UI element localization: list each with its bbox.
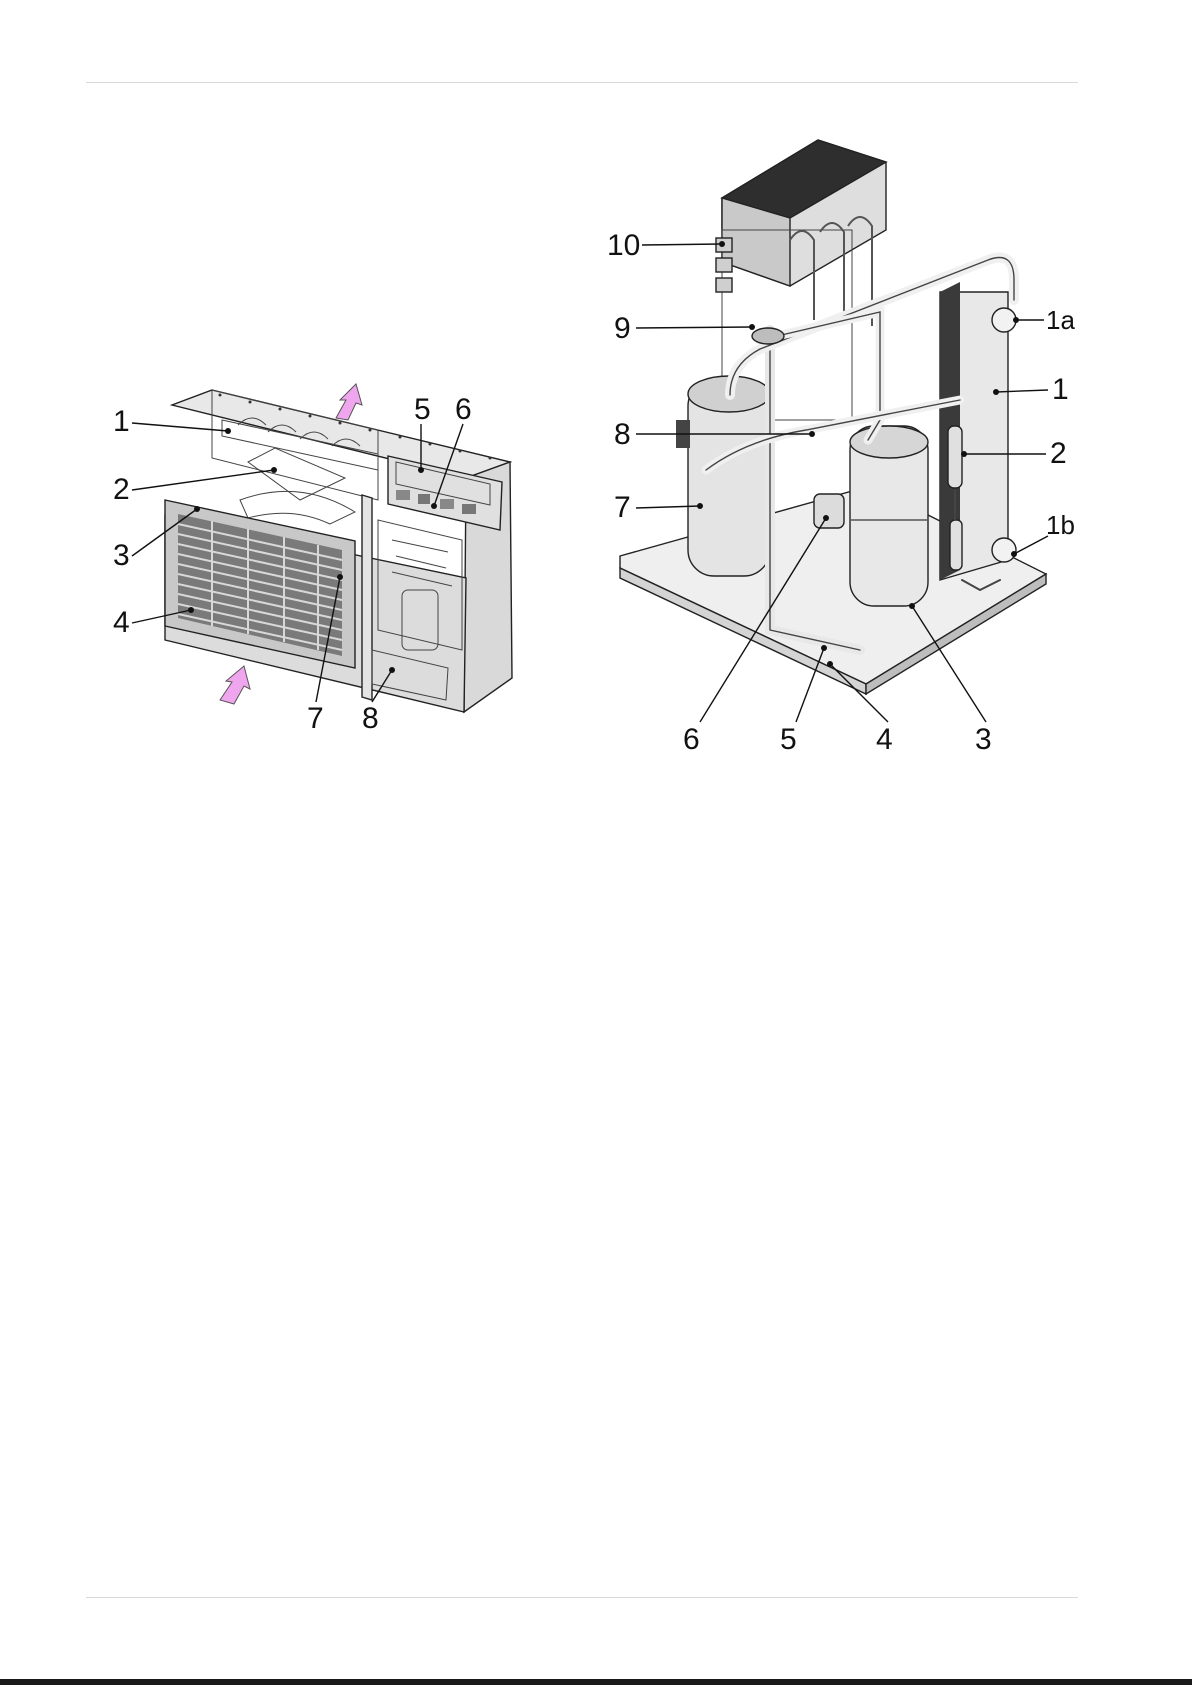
filter-drier	[814, 494, 844, 528]
callout-label: 7	[614, 491, 631, 524]
callout-label: 10	[607, 229, 640, 262]
callout-label: 6	[683, 723, 700, 756]
right-callout-1b: 1b	[1011, 510, 1075, 557]
compressor-left	[676, 376, 770, 576]
right-callout-1a: 1a	[1013, 305, 1075, 335]
callout-label: 5	[780, 723, 797, 756]
callout-label: 4	[876, 723, 893, 756]
compressor-right	[850, 426, 928, 606]
callout-label: 8	[614, 418, 631, 451]
callout-label: 9	[614, 312, 631, 345]
callout-label: 1a	[1046, 305, 1075, 335]
right-callout-9: 9	[614, 312, 755, 345]
callout-label: 3	[975, 723, 992, 756]
right-callout-10: 10	[607, 229, 725, 262]
callout-label: 1	[1052, 373, 1069, 406]
callout-label: 1b	[1046, 510, 1075, 540]
callout-label: 2	[1050, 437, 1067, 470]
